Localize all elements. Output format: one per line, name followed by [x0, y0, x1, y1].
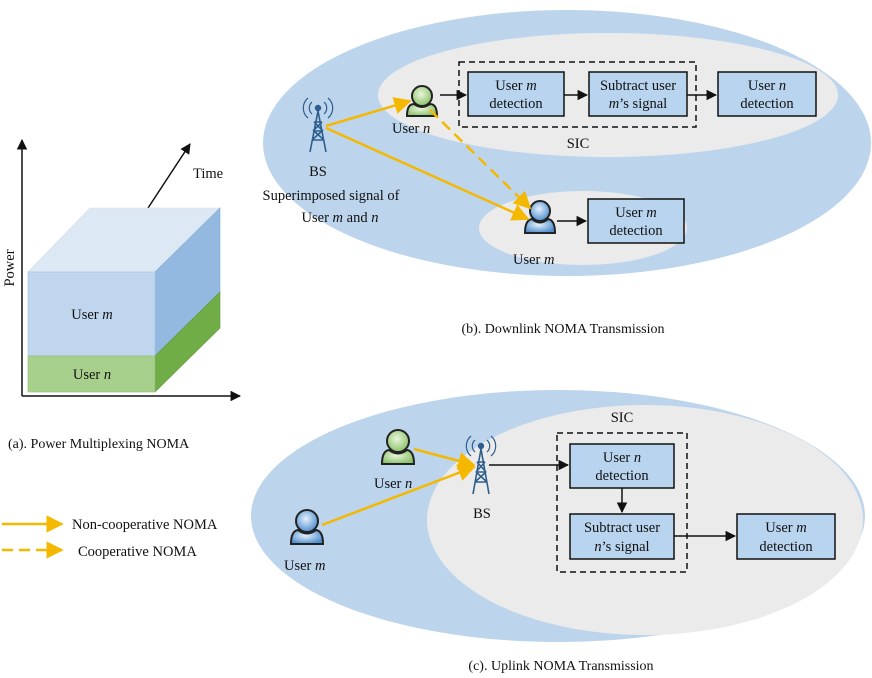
- downlink-user-n-label: User n: [392, 121, 430, 137]
- uplink-box-subtract-n: Subtract user n’s signal: [569, 513, 675, 560]
- svg-text:detection: detection: [759, 539, 813, 555]
- uplink-box-user-m-detection: User m detection: [736, 513, 836, 560]
- downlink-box-user-m-detection-2: User m detection: [587, 198, 685, 244]
- downlink-bs-label: BS: [309, 164, 327, 180]
- uplink-box-user-n-detection: User n detection: [569, 443, 675, 489]
- downlink-user-m-label: User m: [513, 252, 555, 268]
- bs-to-user-m-arrow: [325, 126, 530, 221]
- superimposed-label-line2: User m and n: [302, 210, 379, 226]
- user-m-icon: [289, 509, 325, 545]
- caption-b: (b). Downlink NOMA Transmission: [461, 322, 664, 337]
- svg-text:detection: detection: [740, 96, 794, 112]
- uplink-sic-box: [556, 432, 688, 573]
- legend-solid-label: Non-cooperative NOMA: [72, 517, 218, 533]
- downlink-sic-label: SIC: [567, 136, 590, 152]
- bs-tower-icon: [465, 435, 497, 495]
- uplink-sic-label: SIC: [611, 410, 634, 426]
- svg-text:detection: detection: [489, 96, 543, 112]
- cooperative-relay-arrow: [429, 109, 532, 210]
- time-axis-label: Time: [193, 166, 223, 182]
- layer-user-n-label: User n: [73, 367, 111, 383]
- bs-to-user-n-arrow: [325, 97, 412, 128]
- bs-tower-icon: [302, 97, 334, 153]
- caption-a: (a). Power Multiplexing NOMA: [8, 437, 190, 452]
- legend: Non-cooperative NOMA Cooperative NOMA: [2, 515, 218, 560]
- legend-dashed-label: Cooperative NOMA: [78, 544, 197, 560]
- caption-c: (c). Uplink NOMA Transmission: [468, 659, 653, 674]
- uplink-user-m-label: User m: [284, 558, 326, 574]
- superimposed-label-line1: Superimposed signal of: [263, 188, 400, 204]
- power-axis-label: Power: [2, 249, 18, 286]
- svg-text:User m: User m: [615, 205, 657, 221]
- user-m-icon: [523, 200, 557, 234]
- user-n-icon: [405, 85, 439, 117]
- user-n-to-bs-arrow: [413, 447, 476, 470]
- uplink-bs-label: BS: [473, 506, 491, 522]
- layer-user-n: [27, 355, 156, 393]
- layer-user-m-label: User m: [71, 307, 113, 323]
- panel-c-uplink: BS User n User m SIC User n detection Su…: [251, 390, 865, 674]
- time-axis: [147, 143, 191, 209]
- svg-text:n’s signal: n’s signal: [594, 539, 649, 555]
- svg-text:Subtract user: Subtract user: [584, 520, 660, 536]
- downlink-box-subtract-m: Subtract user m’s signal: [588, 71, 688, 117]
- uplink-user-n-label: User n: [374, 476, 412, 492]
- svg-text:User n: User n: [748, 78, 786, 94]
- panel-a-power-multiplexing: Power Time User m User n (a). Power Mult…: [2, 138, 242, 452]
- svg-text:User m: User m: [765, 520, 807, 536]
- user-m-to-bs-arrow: [321, 464, 476, 527]
- user-n-icon: [380, 429, 416, 465]
- downlink-box-user-m-detection: User m detection: [467, 71, 565, 117]
- svg-text:detection: detection: [595, 468, 649, 484]
- downlink-box-user-n-detection: User n detection: [717, 71, 817, 117]
- svg-text:Subtract user: Subtract user: [600, 78, 676, 94]
- svg-text:User n: User n: [603, 450, 641, 466]
- svg-text:User m: User m: [495, 78, 537, 94]
- panel-b-downlink: BS Superimposed signal of User m and n U…: [263, 10, 871, 337]
- svg-text:detection: detection: [609, 223, 663, 239]
- svg-text:m’s signal: m’s signal: [609, 96, 667, 112]
